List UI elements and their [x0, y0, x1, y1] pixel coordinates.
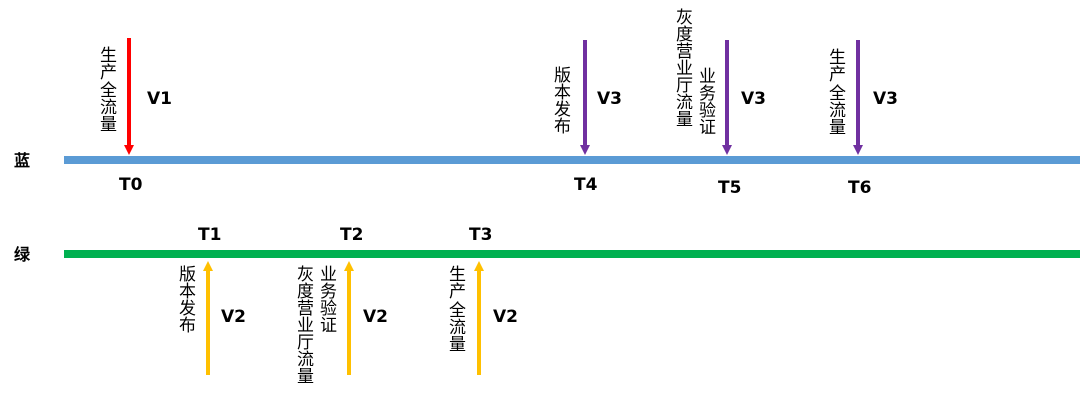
green-event-t2: T2 V2 灰度营业厅流量 业务验证: [293, 225, 388, 384]
note-text: 生产: [445, 265, 466, 299]
note-text: 全流量: [96, 81, 117, 132]
note-text: 业务验证: [695, 67, 716, 135]
version-label: V3: [597, 89, 622, 109]
time-label: T0: [119, 175, 143, 195]
time-label: T2: [340, 225, 363, 245]
note-text: 灰度营业厅流量: [672, 8, 693, 127]
time-label: T1: [198, 225, 221, 245]
note-text: 全流量: [445, 301, 466, 352]
version-label: V1: [147, 89, 172, 109]
blue-event-t5: T5 V3 灰度营业厅流量 业务验证: [672, 8, 766, 198]
time-label: T6: [848, 178, 871, 198]
version-label: V3: [741, 89, 766, 109]
time-label: T3: [469, 225, 492, 245]
blue-track-label: 蓝: [14, 151, 30, 170]
blue-event-t6: T6 V3 生产 全流量: [825, 40, 898, 198]
version-label: V2: [221, 307, 246, 327]
note-text: 生产: [96, 46, 117, 80]
time-label: T5: [718, 178, 741, 198]
blue-event-t4: T4 V3 版本发布: [550, 40, 622, 195]
green-event-t1: T1 V2 版本发布: [175, 225, 246, 375]
version-label: V2: [363, 307, 388, 327]
note-text: 版本发布: [550, 66, 571, 134]
blue-event-t0: T0 V1 生产 全流量: [96, 38, 172, 195]
note-text: 版本发布: [175, 265, 196, 333]
note-text: 业务验证: [316, 265, 337, 333]
version-label: V2: [493, 307, 518, 327]
version-label: V3: [873, 89, 898, 109]
note-text: 生产: [825, 48, 846, 82]
green-track-label: 绿: [14, 245, 31, 264]
note-text: 全流量: [825, 84, 846, 135]
note-text: 灰度营业厅流量: [293, 265, 314, 384]
time-label: T4: [574, 175, 598, 195]
green-event-t3: T3 V2 生产 全流量: [445, 225, 518, 375]
